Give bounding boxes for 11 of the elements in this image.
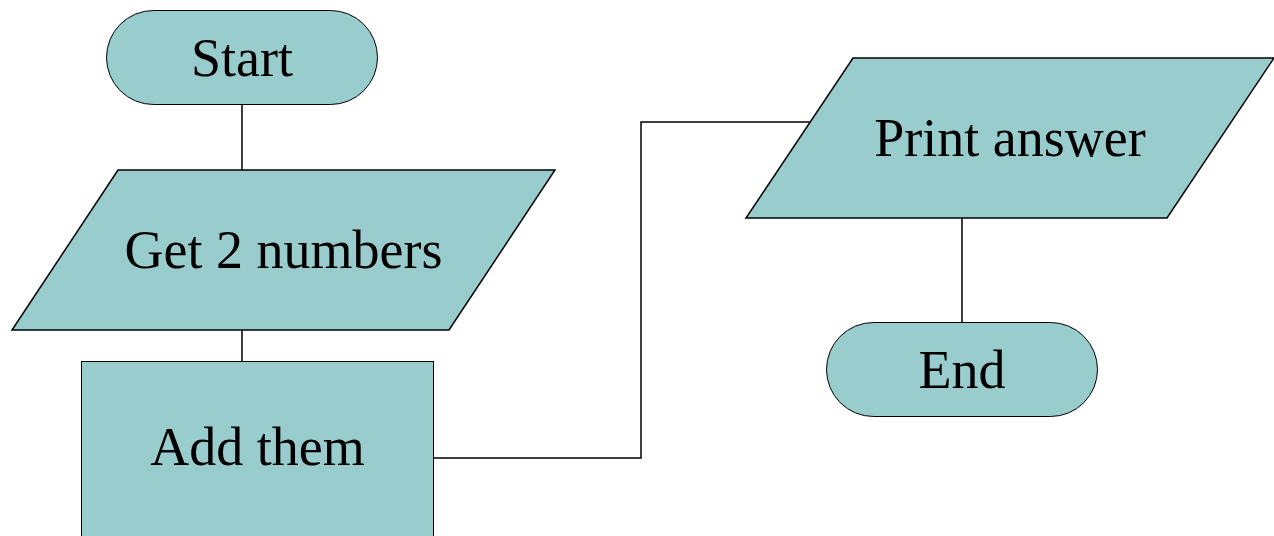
node-label: End <box>918 342 1006 397</box>
process-box <box>81 361 434 536</box>
node-label: Get 2 numbers <box>124 223 443 277</box>
connector-line <box>241 104 243 171</box>
input-output-shape <box>746 58 1274 218</box>
input-output-shape <box>12 170 555 330</box>
node-label: Start <box>191 30 293 85</box>
node-label: Print answer <box>874 111 1146 165</box>
node-label: Add them <box>150 420 365 474</box>
connector-line <box>241 329 243 362</box>
connector-line <box>961 217 963 323</box>
